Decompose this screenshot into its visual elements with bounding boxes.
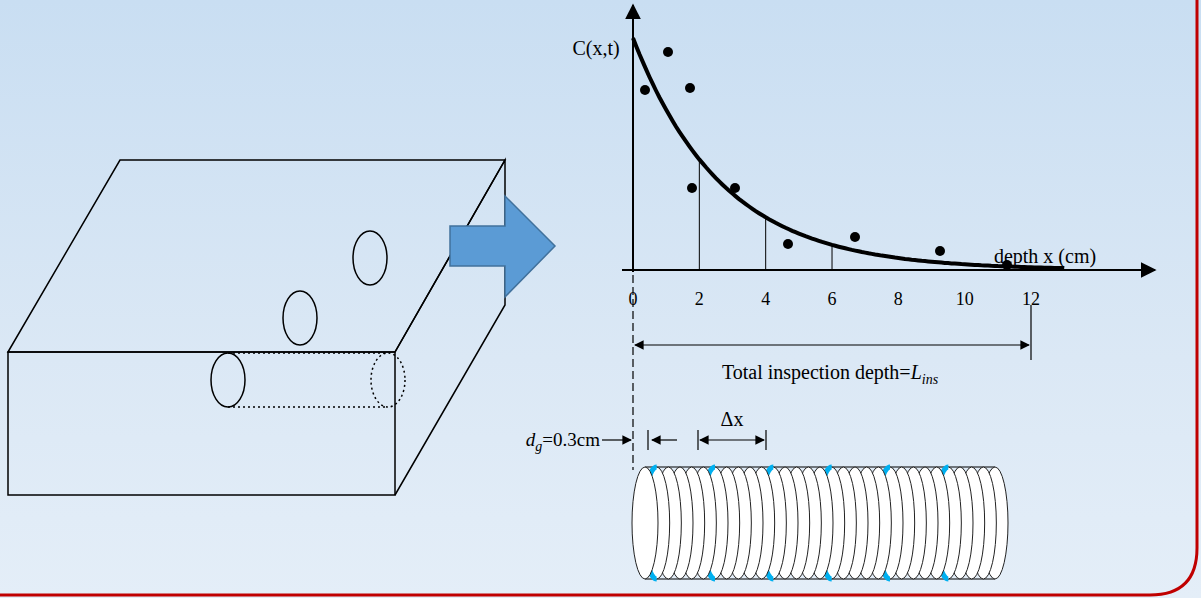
dimension-lines — [633, 275, 1031, 470]
tick-label: 2 — [695, 289, 704, 309]
dimension-label: L — [911, 361, 922, 383]
slice-ring — [632, 467, 658, 579]
label-group: 4 — [761, 290, 770, 308]
data-point — [850, 232, 860, 242]
tick-label: 10 — [956, 289, 974, 309]
label-group: C(x,t) — [572, 38, 619, 58]
label-group: 6 — [828, 290, 837, 308]
data-point — [663, 47, 673, 57]
slice-dimensions — [602, 430, 766, 450]
grid-line — [699, 159, 700, 270]
data-point — [685, 83, 695, 93]
subscript: g — [535, 439, 542, 454]
data-point — [687, 183, 697, 193]
label-group: 8 — [894, 290, 903, 308]
concrete-block — [8, 160, 505, 495]
tick-label: 6 — [828, 289, 837, 309]
tick-label: 0 — [629, 289, 638, 309]
block-arrow — [450, 196, 555, 297]
label-group: 10 — [956, 290, 974, 308]
fit-curve — [633, 38, 1064, 270]
label-group: 0 — [629, 290, 638, 308]
data-point — [730, 183, 740, 193]
data-point — [640, 85, 650, 95]
label-group: dg=0.3cm — [526, 430, 600, 454]
label-group: 2 — [695, 290, 704, 308]
axes — [622, 5, 1155, 272]
subscript: ins — [922, 372, 938, 387]
tick-label: 4 — [761, 289, 770, 309]
label-group: Δx — [721, 409, 744, 429]
core-cylinder — [632, 467, 1008, 579]
axis-label: C(x,t) — [572, 37, 619, 59]
tick-label: 8 — [894, 289, 903, 309]
data-point — [935, 246, 945, 256]
dimension-label: Total inspection depth= — [722, 361, 911, 383]
label-group: depth x (cm) — [994, 246, 1096, 266]
tick-label: 12 — [1022, 289, 1040, 309]
label-group: Total inspection depth=Lins — [722, 362, 938, 387]
fit-curve — [633, 38, 1064, 268]
cylinder-side — [645, 467, 995, 579]
axis-label: Δx — [721, 408, 744, 430]
label-group: 12 — [1022, 290, 1040, 308]
grid-line — [765, 217, 766, 270]
grid-line — [832, 245, 833, 270]
axis-label: depth x (cm) — [994, 245, 1096, 267]
dimension-label: =0.3cm — [542, 429, 600, 450]
dimension-label: d — [526, 429, 536, 450]
data-point — [783, 239, 793, 249]
